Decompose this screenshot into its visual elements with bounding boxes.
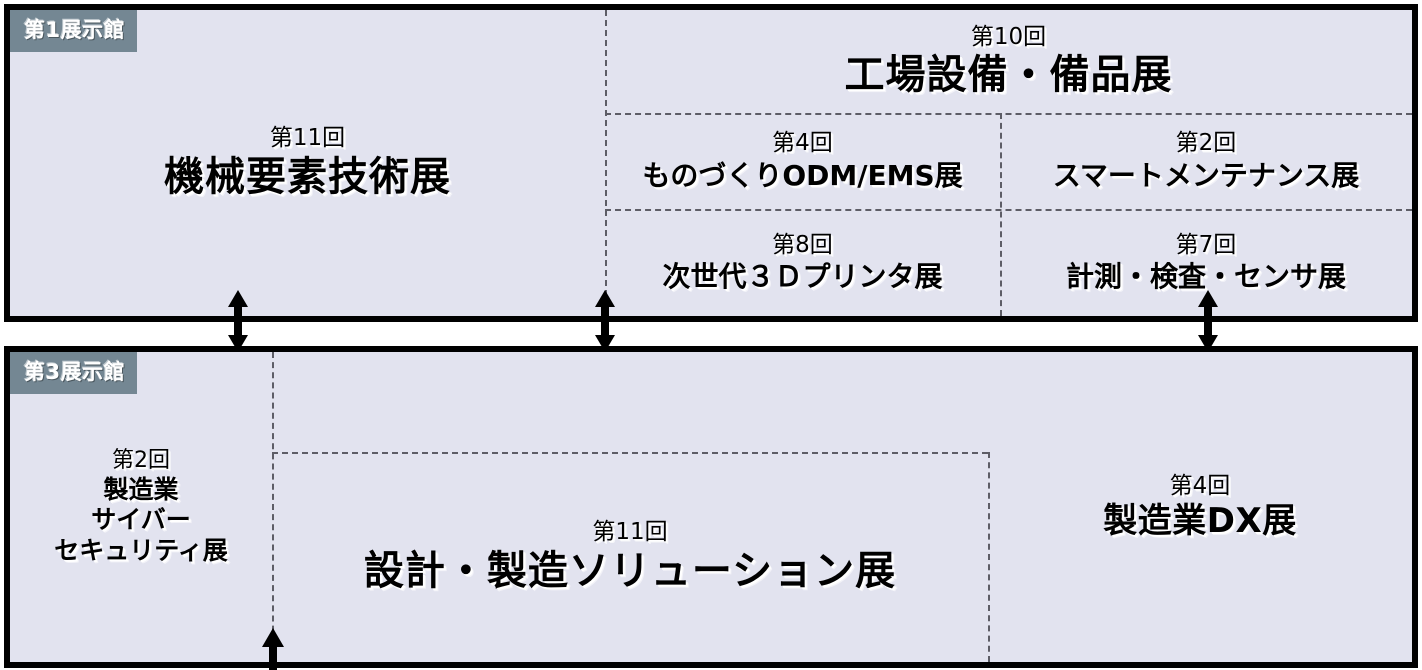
zone-3d-printer-edition: 第8回 — [772, 231, 833, 258]
zone-manufacturing-dx-edition: 第4回 — [1169, 472, 1231, 499]
zone-factory-equipment[interactable]: 第10回 工場設備・備品展 — [605, 10, 1412, 113]
zone-3d-printer[interactable]: 第8回 次世代３Ｄプリンタ展 — [605, 209, 1000, 316]
hall-1-horizontal-divider-upper — [605, 113, 1412, 115]
zone-measurement-inspection-sensor-title: 計測・検査・センサ展 — [1065, 260, 1346, 294]
zone-measurement-inspection-sensor[interactable]: 第7回 計測・検査・センサ展 — [1000, 209, 1412, 316]
hall-1-badge: 第1展示館 — [10, 10, 138, 52]
hall-1-container: 第1展示館 第11回 機械要素技術展 第10回 工場設備・備品展 第4回 ものづ… — [4, 4, 1418, 322]
zone-design-manufacturing-solution-title: 設計・製造ソリューション展 — [363, 547, 897, 594]
zone-machine-elements-edition: 第11回 — [269, 125, 346, 152]
zone-manufacturing-dx-title: 製造業DX展 — [1103, 501, 1297, 542]
zone-measurement-inspection-sensor-edition: 第7回 — [1175, 231, 1237, 258]
connector-arrow-1 — [224, 290, 252, 352]
zone-factory-equipment-title: 工場設備・備品展 — [844, 52, 1173, 99]
zone-manufacturing-dx[interactable]: 第4回 製造業DX展 — [988, 352, 1412, 662]
hall-3-vertical-divider-left — [272, 352, 274, 662]
zone-cyber-security-title: 製造業 サイバー セキュリティ展 — [54, 474, 228, 565]
zone-odm-ems[interactable]: 第4回 ものづくりODM/EMS展 — [605, 113, 1000, 209]
zone-odm-ems-title: ものづくりODM/EMS展 — [642, 158, 963, 192]
zone-cyber-security-edition: 第2回 — [112, 447, 170, 473]
hall-3-vertical-divider-right — [988, 452, 990, 662]
zone-3d-printer-title: 次世代３Ｄプリンタ展 — [662, 260, 943, 294]
hall-1-column-divider — [1000, 113, 1002, 316]
hall-3-container: 第3展示館 第2回 製造業 サイバー セキュリティ展 第11回 設計・製造ソリュ… — [4, 346, 1418, 668]
connector-arrow-3 — [1194, 290, 1222, 352]
zone-odm-ems-edition: 第4回 — [772, 130, 833, 157]
zone-design-manufacturing-solution[interactable]: 第11回 設計・製造ソリューション展 — [272, 452, 988, 662]
zone-factory-equipment-edition: 第10回 — [970, 23, 1047, 50]
zone-design-manufacturing-solution-edition: 第11回 — [592, 519, 668, 546]
hall-3-badge: 第3展示館 — [10, 352, 138, 394]
connector-arrow-2 — [591, 290, 619, 352]
zone-smart-maintenance-edition: 第2回 — [1175, 130, 1237, 157]
zone-smart-maintenance[interactable]: 第2回 スマートメンテナンス展 — [1000, 113, 1412, 209]
zone-machine-elements[interactable]: 第11回 機械要素技術展 — [10, 10, 605, 316]
hall-3-horizontal-divider — [272, 452, 988, 454]
zone-machine-elements-title: 機械要素技術展 — [164, 153, 451, 200]
hall-1-vertical-divider — [605, 10, 607, 316]
hall-1-horizontal-divider-lower — [605, 209, 1412, 211]
zone-cyber-security[interactable]: 第2回 製造業 サイバー セキュリティ展 — [10, 352, 272, 662]
zone-smart-maintenance-title: スマートメンテナンス展 — [1052, 158, 1360, 192]
connector-arrow-4 — [259, 628, 287, 670]
